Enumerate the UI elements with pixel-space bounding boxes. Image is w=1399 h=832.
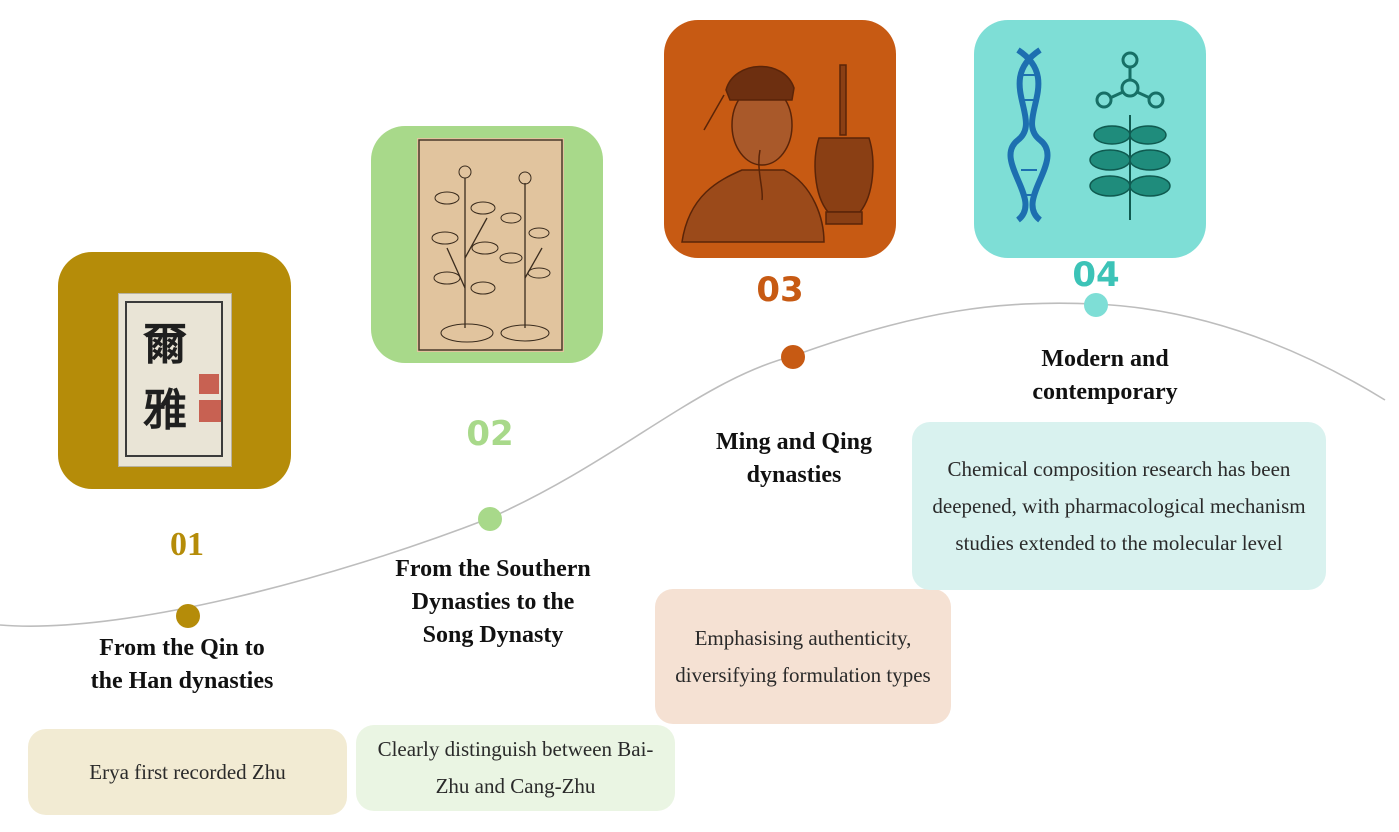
stage-number-01: 01 [170,526,204,563]
molecule-icon [1095,51,1165,109]
red-seal-icon [199,374,219,394]
herbal-image-card [371,126,603,363]
stage-number-03: 03 [756,270,804,310]
plant-woodcut-icon [418,139,563,351]
stage-title-04: Modern and contemporary [1032,346,1178,405]
timeline-dot-01 [176,604,200,628]
scholar-image-card [664,20,896,258]
stage-number-02: 02 [466,414,514,454]
stage-description-04: Chemical composition research has been d… [912,422,1326,590]
timeline-dot-04 [1084,293,1108,317]
herbal-woodcut-illustration [417,138,564,352]
plant-icon [1089,115,1171,220]
stage-title-02: From the Southern Dynasties to the Song … [395,556,591,648]
timeline-dot-02 [478,507,502,531]
stage-number-04: 04 [1072,255,1120,295]
modern-image-card [974,20,1206,258]
mortar-icon [814,64,874,225]
stage-description-01: Erya first recorded Zhu [28,729,347,815]
erya-characters: 爾雅 [143,319,187,436]
erya-book-cover: 爾雅 [119,294,231,466]
erya-image-card: 爾雅 [58,252,291,489]
scholar-with-mortar [681,64,874,243]
stage-description-02: Clearly distinguish between Bai-Zhu and … [356,725,675,811]
stage-title-01: From the Qin to the Han dynasties [90,635,274,694]
stage-description-03: Emphasising authenticity, diversifying f… [655,589,951,724]
stage-title-03: Ming and Qing dynasties [715,429,873,488]
red-seal-icon [199,400,221,422]
timeline-dot-03 [781,345,805,369]
dna-molecule-plant [1007,47,1171,223]
